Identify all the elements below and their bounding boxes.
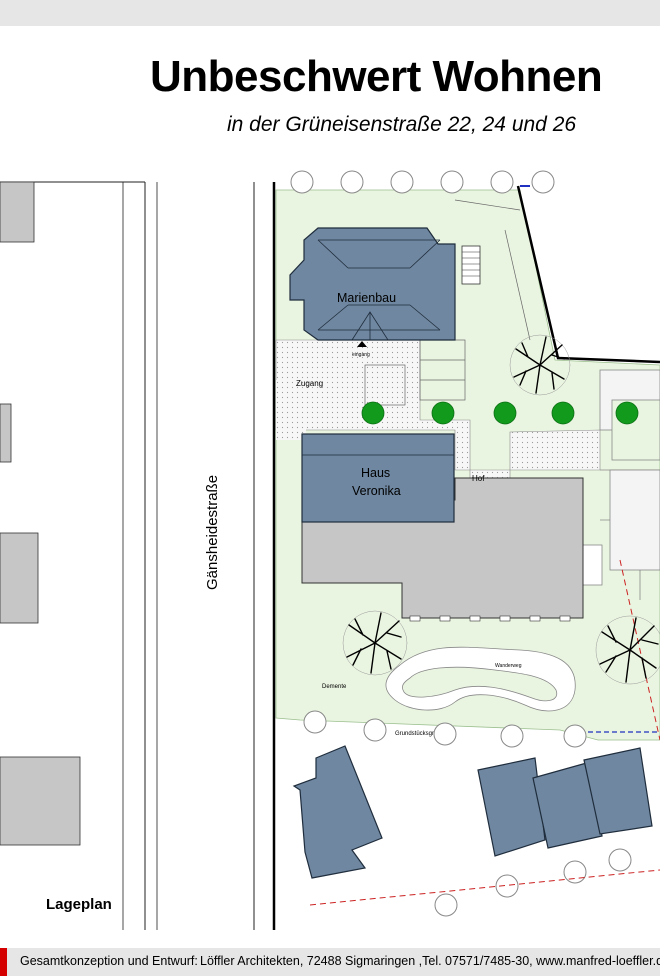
neighbour-buildings-south — [292, 745, 653, 879]
street-trees-top — [290, 170, 555, 194]
neighbour-building — [0, 181, 35, 243]
top-bar — [0, 0, 660, 26]
haus-veronika-label-line1: Haus — [361, 466, 390, 480]
neighbour-building — [0, 532, 39, 624]
wanderweg-label: Wanderweg — [495, 663, 522, 669]
paved-entrance — [275, 339, 601, 479]
street-edge — [253, 182, 276, 930]
page-subtitle: in der Grüneisenstraße 22, 24 und 26 — [227, 113, 577, 136]
street-label: Gänsheidestraße — [204, 474, 221, 590]
property-line — [516, 185, 660, 364]
existing-tree-symbol — [342, 334, 660, 685]
footer-bar: Gesamtkonzeption und Entwurf: Löffler Ar… — [0, 948, 660, 976]
footer-accent-mark — [0, 948, 7, 976]
left-neighbour-area — [0, 181, 158, 930]
street-trees-bottom — [303, 710, 632, 917]
marienbau-label: Marienbau — [337, 291, 396, 305]
haus-veronika-label-line2: Veronika — [352, 484, 401, 498]
footer-credits-value: Löffler Architekten, 72488 Sigmaringen ,… — [200, 954, 660, 968]
new-trees — [361, 401, 639, 425]
hof-label: Hof — [472, 474, 485, 483]
paved-path — [276, 380, 306, 440]
grundstuecksgrenze-label: Grundstücksgrenze — [395, 731, 448, 737]
footer-credits-label: Gesamtkonzeption und Entwurf: — [20, 954, 198, 968]
parking-area — [364, 199, 531, 406]
eingang-label: eingang — [352, 352, 370, 358]
zugang-label: Zugang — [296, 379, 323, 388]
wanderweg-path — [385, 646, 576, 712]
site-plan: Marienbau eingang Zugang Haus Veronika H… — [0, 170, 660, 930]
haus-veronika-building — [301, 433, 584, 622]
marienbau-building — [289, 227, 481, 341]
neighbour-building — [0, 403, 12, 463]
page-title: Unbeschwert Wohnen — [150, 52, 603, 101]
entrance-arrow-icon — [357, 341, 367, 347]
boundary-dash — [309, 869, 660, 906]
neighbour-building — [0, 756, 81, 846]
plan-label: Lageplan — [46, 896, 112, 913]
demente-label: Demente — [322, 684, 347, 690]
boundary-dash — [619, 559, 660, 741]
